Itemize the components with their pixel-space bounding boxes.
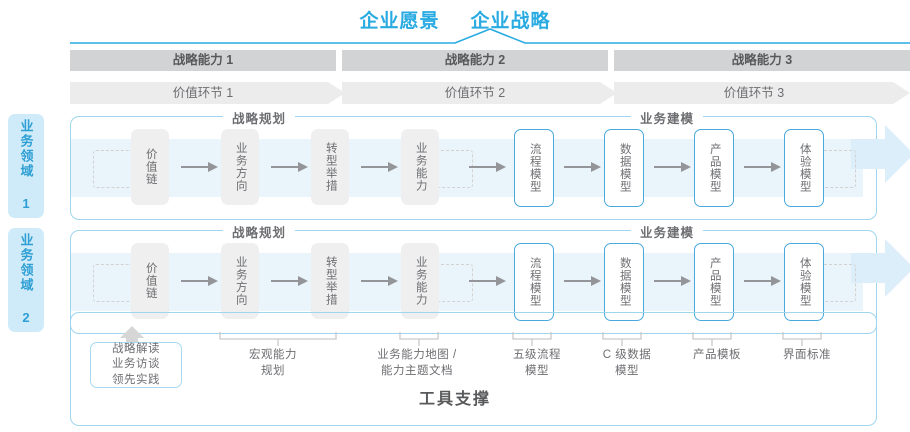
section-title-modeling-1: 业务建模 <box>631 108 704 127</box>
value-chain-segment-1: 价值环节 1 <box>172 86 234 100</box>
flow-arrow <box>469 162 506 172</box>
enterprise-strategy-title: 企业战略 <box>470 11 551 32</box>
flow-arrow <box>181 162 218 172</box>
flow-arrow <box>469 276 506 286</box>
flow-arrow <box>361 276 398 286</box>
node-planning-4[interactable]: 业务能力 <box>401 243 439 319</box>
tool-label-ui-standard: 界面标准 <box>757 348 857 364</box>
node-planning-3[interactable]: 转型举措 <box>311 243 349 319</box>
tool-line: 领先实践 <box>112 373 160 386</box>
node-planning-2[interactable]: 业务方向 <box>221 129 259 205</box>
tool-line: 模型 <box>525 364 549 377</box>
tool-line: 能力主题文档 <box>381 364 453 377</box>
tool-box-strategy-interpretation[interactable]: 战略解读 业务访谈 领先实践 <box>90 342 182 388</box>
flow-arrow <box>744 276 781 286</box>
node-modeling-1[interactable]: 流程模型 <box>514 129 554 207</box>
capability-bar-2: 战略能力 2 <box>342 50 608 71</box>
flow-arrow <box>654 162 691 172</box>
section-title-planning-2: 战略规划 <box>223 222 296 241</box>
node-modeling-3[interactable]: 产品模型 <box>694 243 734 321</box>
tool-line: 规划 <box>261 364 285 377</box>
node-modeling-2[interactable]: 数据模型 <box>604 129 644 207</box>
section-title-planning-1: 战略规划 <box>223 108 296 127</box>
node-planning-4[interactable]: 业务能力 <box>401 129 439 205</box>
domain-label-1: 业务领域 1 <box>8 114 44 218</box>
tool-line: 战略解读 <box>112 342 160 355</box>
tool-line: 界面标准 <box>783 349 831 361</box>
section-title-modeling-2: 业务建模 <box>631 222 704 241</box>
flow-arrow <box>744 162 781 172</box>
node-modeling-2[interactable]: 数据模型 <box>604 243 644 321</box>
tool-line: 五级流程 <box>513 349 561 361</box>
tool-line: 业务访谈 <box>112 358 160 371</box>
tool-support-title: 工具支撑 <box>418 391 491 408</box>
diagram-title: 企业愿景 企业战略 <box>0 6 910 33</box>
tool-label-product-template: 产品模板 <box>667 348 767 364</box>
value-chain-row: 价值环节 1 价值环节 2 价值环节 3 <box>70 82 910 104</box>
flow-arrow <box>271 276 308 286</box>
flow-band-arrow-1 <box>851 125 910 183</box>
tool-line: 产品模板 <box>693 349 741 361</box>
tool-box-lines: 战略解读 业务访谈 领先实践 <box>112 342 160 389</box>
domain-row-2: 战略规划 业务建模 <box>70 222 910 334</box>
node-modeling-3[interactable]: 产品模型 <box>694 129 734 207</box>
value-chain-shapes <box>70 82 910 104</box>
tool-line: 模型 <box>615 364 639 377</box>
title-connector-line <box>70 28 910 44</box>
tool-support-container <box>70 312 877 426</box>
node-planning-1[interactable]: 价值链 <box>131 129 169 205</box>
capability-bar-1: 战略能力 1 <box>70 50 336 71</box>
node-modeling-4[interactable]: 体验模型 <box>784 243 824 321</box>
tool-label-macro-capability: 宏观能力 规划 <box>218 348 328 379</box>
flow-arrow <box>654 276 691 286</box>
flow-arrow <box>361 162 398 172</box>
flow-arrow <box>271 162 308 172</box>
tool-brace-connectors <box>219 332 822 346</box>
tool-label-c-level-data: C 级数据 模型 <box>577 348 677 379</box>
node-planning-1[interactable]: 价值链 <box>131 243 169 319</box>
tool-line: 宏观能力 <box>249 349 297 361</box>
flow-arrow <box>181 276 218 286</box>
tool-line: 业务能力地图 / <box>377 349 457 361</box>
domain-row-1: 战略规划 业务建模 <box>70 108 910 220</box>
domain-label-2: 业务领域 2 <box>8 228 44 332</box>
flow-band-arrow-2 <box>851 239 910 297</box>
tool-label-capability-map: 业务能力地图 / 能力主题文档 <box>352 348 482 379</box>
node-planning-3[interactable]: 转型举措 <box>311 129 349 205</box>
flow-arrow <box>564 162 601 172</box>
flow-arrow <box>564 276 601 286</box>
node-modeling-1[interactable]: 流程模型 <box>514 243 554 321</box>
value-chain-segment-2: 价值环节 2 <box>444 86 506 100</box>
node-planning-2[interactable]: 业务方向 <box>221 243 259 319</box>
enterprise-vision-title: 企业愿景 <box>359 11 440 32</box>
node-modeling-4[interactable]: 体验模型 <box>784 129 824 207</box>
tool-label-five-level-process: 五级流程 模型 <box>487 348 587 379</box>
capability-bar-3: 战略能力 3 <box>614 50 910 71</box>
tool-line: C 级数据 <box>602 349 652 361</box>
value-chain-segment-3: 价值环节 3 <box>723 86 785 100</box>
